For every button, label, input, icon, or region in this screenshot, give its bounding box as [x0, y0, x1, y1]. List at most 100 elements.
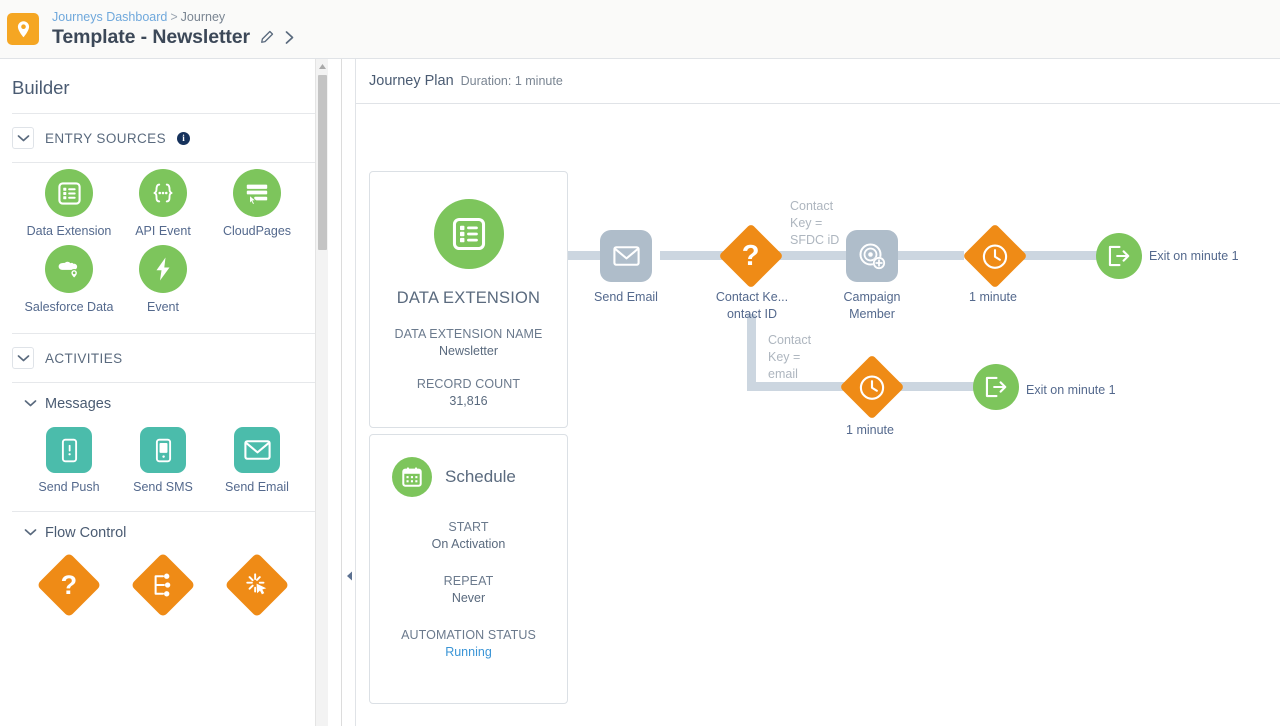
- node-contact-key-split[interactable]: ?: [718, 223, 784, 289]
- activity-send-push[interactable]: Send Push: [22, 427, 116, 495]
- chevron-right-icon[interactable]: [283, 30, 296, 45]
- breadcrumb-separator: >: [170, 10, 178, 24]
- divider: [12, 113, 316, 114]
- mobile-push-icon: [46, 427, 92, 473]
- activity-label: Send Email: [225, 480, 289, 494]
- schedule-field-label: START: [448, 520, 489, 534]
- activity-label: Send Push: [38, 480, 100, 494]
- sidebar-collapse-handle[interactable]: [343, 566, 355, 586]
- branch-label-email: Contact Key = email: [768, 333, 812, 381]
- activity-engagement-split[interactable]: [210, 552, 304, 618]
- group-messages-header[interactable]: Messages: [12, 383, 316, 421]
- header-text-block: Journeys Dashboard>Journey Template - Ne…: [52, 9, 296, 49]
- node-wait-bottom[interactable]: [839, 354, 905, 420]
- automation-status-value[interactable]: Running: [445, 645, 492, 659]
- activity-send-sms[interactable]: Send SMS: [116, 427, 210, 495]
- connector-split-to-wait-bottom: [747, 382, 869, 391]
- sidebar-scrollbar[interactable]: [315, 59, 328, 726]
- connector-wait-to-exit-bottom: [893, 382, 979, 391]
- group-messages-label: Messages: [45, 396, 112, 412]
- caret-up-icon[interactable]: [316, 59, 328, 73]
- entry-source-api-event[interactable]: API Event: [116, 169, 210, 239]
- node-wait-top-label: 1 minute: [969, 290, 1017, 304]
- connector-split-to-campaign-member: [774, 251, 846, 260]
- clock-icon: [839, 354, 905, 420]
- location-pin-icon: [7, 13, 39, 45]
- entry-source-event[interactable]: Event: [116, 245, 210, 315]
- chevron-down-icon[interactable]: [12, 127, 34, 149]
- node-campaign-member-label: Campaign Member: [843, 290, 901, 321]
- node-send-email[interactable]: [600, 230, 652, 282]
- node-send-email-label: Send Email: [594, 290, 658, 304]
- node-campaign-member[interactable]: [846, 230, 898, 282]
- schedule-field-value: Never: [451, 591, 486, 605]
- schedule-card-title: Schedule: [445, 467, 516, 486]
- chevron-down-icon[interactable]: [12, 347, 34, 369]
- envelope-icon: [600, 230, 652, 282]
- entry-sources-tile-grid: Data Extension API Event: [12, 163, 316, 325]
- entry-source-cloudpages[interactable]: CloudPages: [210, 169, 304, 239]
- entry-source-label: CloudPages: [222, 224, 292, 238]
- activity-path-split[interactable]: [116, 552, 210, 618]
- salesforce-cloud-icon: [45, 245, 93, 293]
- entry-source-data-extension[interactable]: Data Extension: [22, 169, 116, 239]
- divider: [12, 162, 316, 163]
- branch-label-sfdc-id: Contact Key = SFDC iD: [790, 199, 840, 247]
- node-exit-top-label: Exit on minute 1: [1149, 249, 1239, 263]
- entry-source-label: Salesforce Data: [24, 300, 114, 314]
- section-entry-sources-label: ENTRY SOURCES: [45, 130, 166, 146]
- node-exit-bottom[interactable]: [973, 364, 1019, 410]
- node-wait-bottom-label: 1 minute: [846, 423, 894, 437]
- connector-send-email-to-split: [660, 251, 724, 260]
- entry-source-card[interactable]: DATA EXTENSION DATA EXTENSION NAME Newsl…: [369, 171, 568, 428]
- activity-label: Send SMS: [133, 480, 193, 494]
- split-path-icon: [130, 552, 196, 618]
- flow-control-tile-grid: ?: [12, 550, 316, 624]
- section-entry-sources-header[interactable]: ENTRY SOURCES i: [12, 114, 316, 162]
- sidebar-title: Builder: [12, 77, 70, 98]
- envelope-icon: [234, 427, 280, 473]
- schedule-card[interactable]: Schedule START On Activation REPEAT Neve…: [369, 434, 568, 704]
- journey-duration-label: Duration: 1 minute: [460, 74, 563, 88]
- info-icon[interactable]: i: [176, 131, 190, 145]
- breadcrumb-journeys-dashboard-link[interactable]: Journeys Dashboard: [52, 10, 168, 24]
- activity-decision-split[interactable]: ?: [22, 552, 116, 618]
- question-mark-icon: ?: [718, 223, 784, 289]
- node-exit-top[interactable]: [1096, 233, 1142, 279]
- data-extension-list-icon: [433, 199, 504, 269]
- list-icon: [45, 169, 93, 217]
- entry-source-label: API Event: [135, 224, 191, 238]
- chevron-down-icon[interactable]: [24, 524, 37, 542]
- journey-title-row: Template - Newsletter: [52, 26, 296, 49]
- messages-tile-grid: Send Push Send SMS: [12, 421, 316, 505]
- breadcrumb: Journeys Dashboard>Journey: [52, 9, 296, 25]
- group-flow-control-label: Flow Control: [45, 525, 127, 541]
- schedule-card-header: Schedule: [370, 457, 567, 497]
- clock-icon: [962, 223, 1028, 289]
- node-wait-top[interactable]: [962, 223, 1028, 289]
- activity-send-email[interactable]: Send Email: [210, 427, 304, 495]
- exit-arrow-icon: [1096, 233, 1142, 279]
- divider: [12, 511, 316, 512]
- entry-source-salesforce-data[interactable]: Salesforce Data: [22, 245, 116, 315]
- journey-canvas: Journey Plan Duration: 1 minute: [356, 59, 1280, 726]
- app-header: Journeys Dashboard>Journey Template - Ne…: [0, 0, 1280, 59]
- entry-card-field-label: RECORD COUNT: [416, 377, 521, 391]
- entry-source-label: Data Extension: [26, 224, 112, 238]
- chevron-down-icon[interactable]: [24, 395, 37, 413]
- entry-source-label: Event: [147, 300, 179, 314]
- sidebar-canvas-divider: [341, 59, 342, 726]
- pencil-icon[interactable]: [259, 30, 274, 45]
- lightning-bolt-icon: [139, 245, 187, 293]
- engagement-splat-icon: [224, 552, 290, 618]
- breadcrumb-current: Journey: [180, 10, 226, 24]
- schedule-field-label: AUTOMATION STATUS: [401, 628, 536, 642]
- schedule-field-label: REPEAT: [443, 574, 494, 588]
- group-flow-control-header[interactable]: Flow Control: [12, 512, 316, 550]
- section-activities-header[interactable]: ACTIVITIES: [12, 334, 316, 382]
- mobile-sms-icon: [140, 427, 186, 473]
- page-title: Template - Newsletter: [52, 26, 251, 48]
- builder-sidebar: Builder ENTRY SOURCES i: [0, 59, 328, 726]
- scrollbar-thumb[interactable]: [318, 75, 327, 250]
